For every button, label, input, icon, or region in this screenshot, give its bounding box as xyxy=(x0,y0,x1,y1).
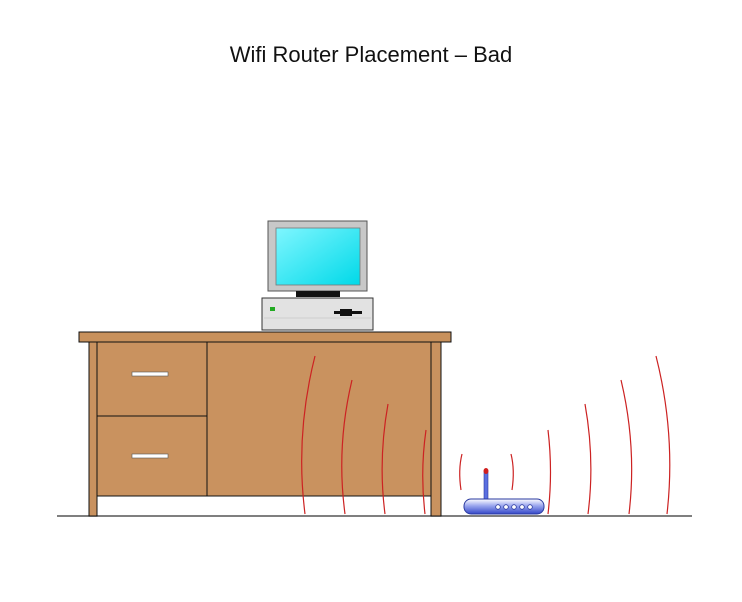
signal-wave-right-2 xyxy=(584,403,592,515)
desk-leg-left xyxy=(88,341,98,517)
signal-wave-near-right xyxy=(510,453,514,491)
signal-wave-right-4 xyxy=(655,355,671,515)
drawer-handle-bottom xyxy=(131,453,169,459)
desktop-computer-icon xyxy=(261,220,374,331)
monitor-screen xyxy=(275,227,361,286)
signal-wave-right-1 xyxy=(547,429,552,515)
desk-top xyxy=(78,331,452,343)
router-antenna xyxy=(483,471,489,503)
wifi-router-icon xyxy=(463,468,545,515)
signal-wave-right-3 xyxy=(620,379,633,515)
drawer-handle-top xyxy=(131,371,169,377)
desk-body xyxy=(96,341,432,497)
desk xyxy=(78,331,452,517)
signal-wave-near-left xyxy=(459,453,463,491)
diagram-title: Wifi Router Placement – Bad xyxy=(229,42,513,67)
drive-button xyxy=(340,309,352,316)
wifi-signal-waves xyxy=(301,355,671,515)
router-led xyxy=(519,504,525,510)
router-led xyxy=(511,504,517,510)
desk-leg-right xyxy=(430,341,442,517)
signal-wave-left-3 xyxy=(341,379,353,515)
signal-wave-left-1 xyxy=(422,429,427,515)
router-led xyxy=(495,504,501,510)
router-antenna-tip xyxy=(483,468,489,474)
router-led xyxy=(503,504,509,510)
power-led xyxy=(270,307,275,311)
router-led xyxy=(527,504,533,510)
signal-wave-left-4 xyxy=(301,355,316,515)
signal-wave-left-2 xyxy=(381,403,389,515)
monitor-stand xyxy=(296,291,340,297)
